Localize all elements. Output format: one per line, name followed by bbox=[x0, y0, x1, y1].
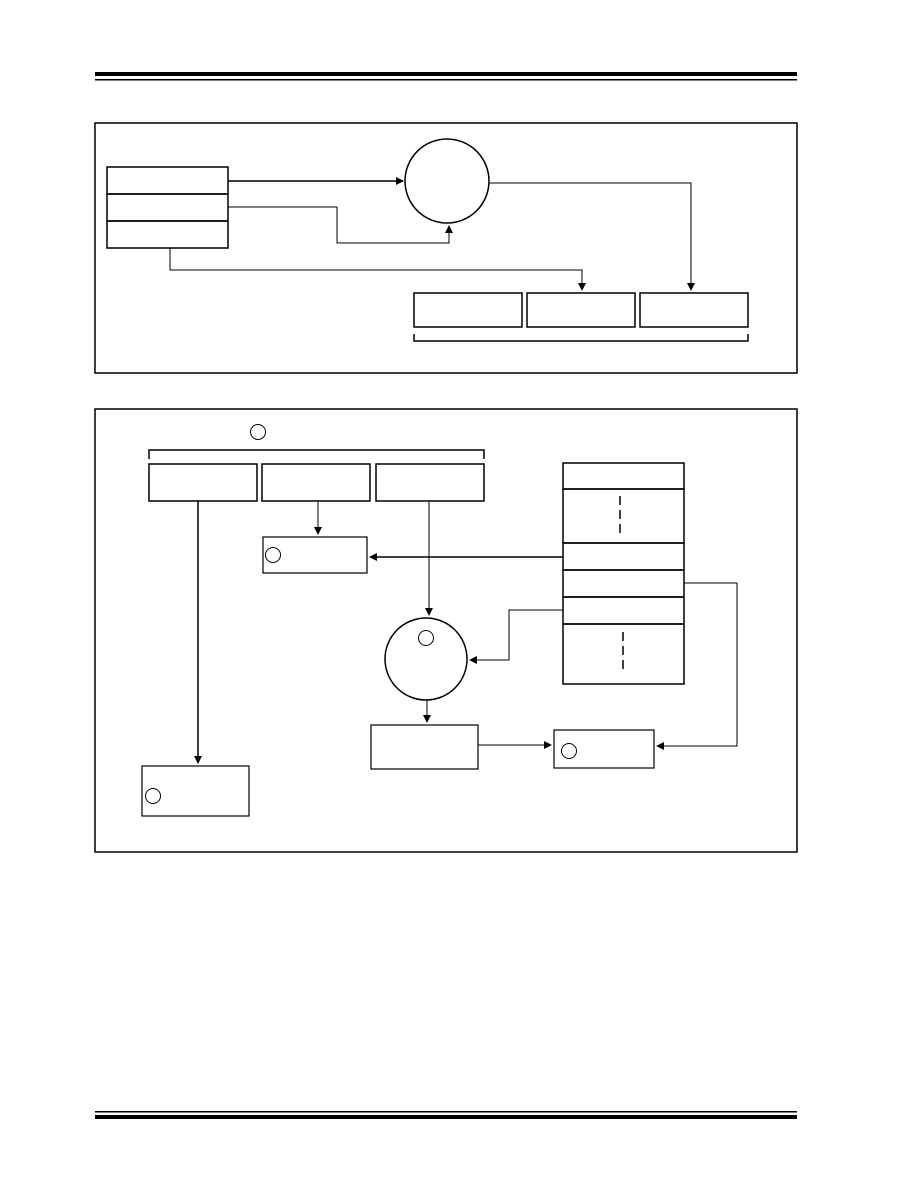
target-field-3 bbox=[639, 292, 749, 328]
figure-bottom bbox=[94, 408, 798, 853]
table-row-5 bbox=[562, 596, 685, 625]
figure-bottom-frame bbox=[94, 408, 798, 853]
figure-top-frame bbox=[94, 122, 798, 374]
instruction-word bbox=[148, 463, 485, 502]
arrow-circle-to-field3 bbox=[489, 182, 695, 291]
source-row-3 bbox=[106, 220, 229, 249]
table-row-6 bbox=[562, 623, 685, 685]
result-box-b bbox=[553, 729, 655, 769]
marker-4 bbox=[561, 743, 577, 759]
table-row-2 bbox=[562, 488, 685, 544]
circle-adder bbox=[384, 617, 468, 701]
target-field-2 bbox=[526, 292, 636, 328]
instruction-field-3 bbox=[375, 463, 485, 502]
target-register bbox=[413, 292, 749, 328]
intermediate-box bbox=[370, 724, 479, 770]
marker-2 bbox=[265, 547, 281, 563]
header-rule bbox=[95, 72, 797, 81]
source-register bbox=[106, 166, 229, 249]
instruction-field-1 bbox=[148, 463, 258, 502]
result-box-c bbox=[141, 765, 250, 817]
footer-rule bbox=[95, 1111, 797, 1119]
arrow-table-to-adder bbox=[469, 609, 563, 664]
figure-top bbox=[94, 122, 798, 374]
arrow-row3-to-field2 bbox=[169, 248, 586, 291]
instruction-field-2 bbox=[261, 463, 371, 502]
lookup-table bbox=[562, 462, 685, 685]
source-row-1 bbox=[106, 166, 229, 195]
table-row-1 bbox=[562, 462, 685, 490]
result-box-a bbox=[262, 536, 368, 574]
source-row-2 bbox=[106, 193, 229, 222]
arrow-table-to-box-b bbox=[656, 582, 738, 750]
marker-1 bbox=[250, 424, 266, 440]
instruction-bracket bbox=[148, 449, 485, 459]
circle-operator bbox=[404, 138, 490, 224]
marker-3 bbox=[418, 630, 434, 646]
target-field-1 bbox=[413, 292, 523, 328]
table-row-3 bbox=[562, 542, 685, 571]
marker-5 bbox=[145, 788, 161, 804]
target-bracket bbox=[413, 334, 749, 342]
table-row-4 bbox=[562, 569, 685, 598]
arrow-row2-to-circle bbox=[228, 206, 453, 244]
